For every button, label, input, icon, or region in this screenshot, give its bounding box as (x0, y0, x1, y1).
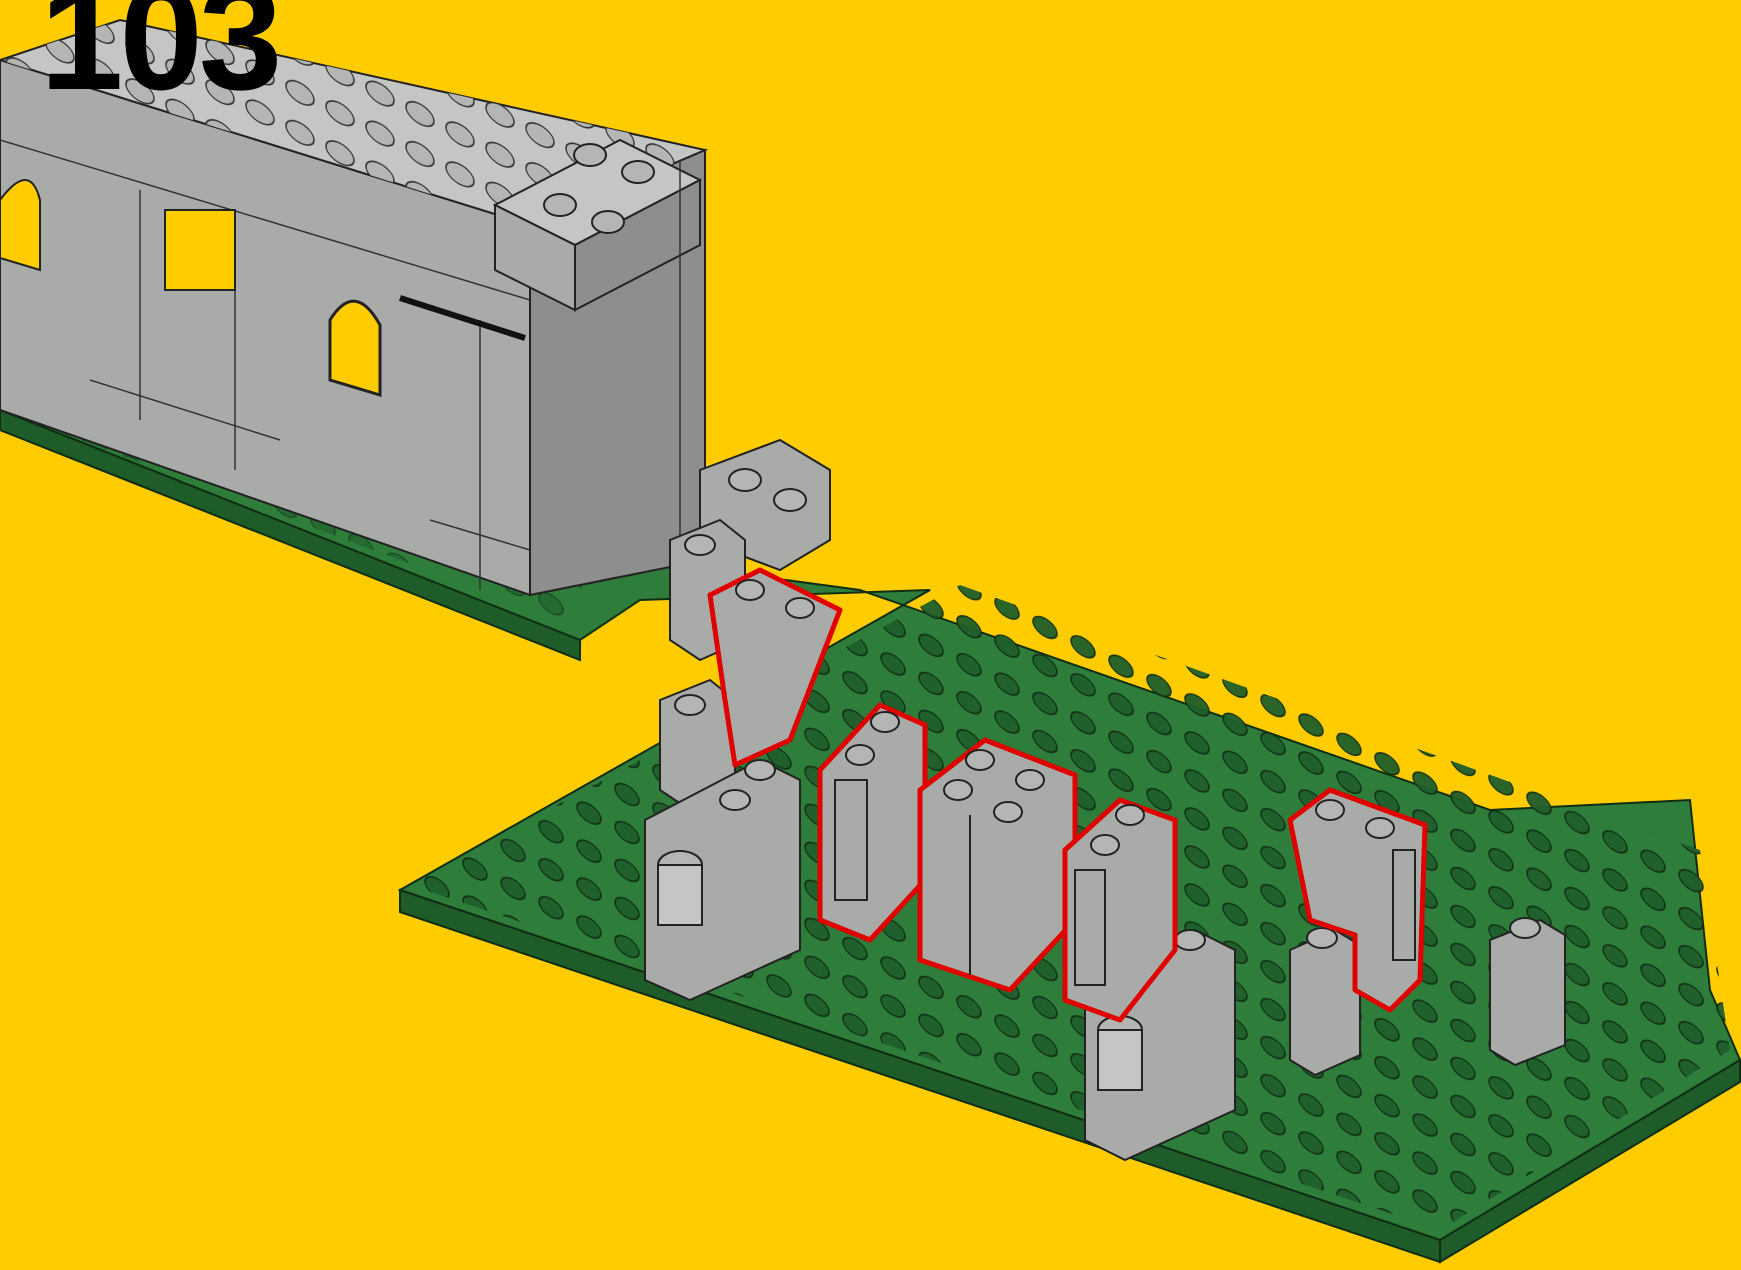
step-number: 103 (40, 0, 278, 112)
